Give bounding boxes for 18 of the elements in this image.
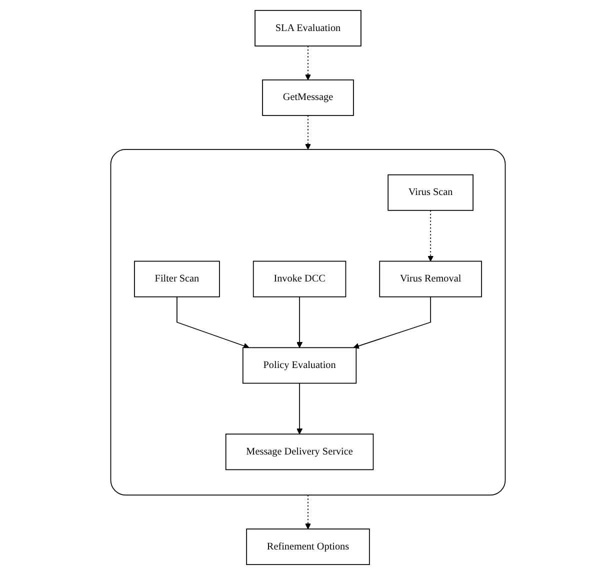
arrow [305, 46, 311, 80]
node-box: Refinement Options [246, 528, 370, 566]
node-box: Virus Removal [379, 260, 482, 298]
arrow [353, 296, 432, 349]
node-box: GetMessage [262, 79, 354, 116]
arrow [305, 115, 311, 150]
node-box: Virus Scan [388, 174, 474, 211]
arrow [296, 382, 303, 434]
node-box: Policy Evaluation [242, 347, 357, 384]
arrow [305, 494, 311, 530]
arrow [428, 210, 434, 262]
node-box: Filter Scan [134, 260, 220, 298]
node-box: Message Delivery Service [225, 434, 374, 470]
cluster [110, 148, 506, 496]
node-box: SLA Evaluation [254, 10, 362, 46]
arrow [176, 296, 250, 349]
node-box: Invoke DCC [252, 260, 346, 298]
arrow [296, 296, 303, 348]
